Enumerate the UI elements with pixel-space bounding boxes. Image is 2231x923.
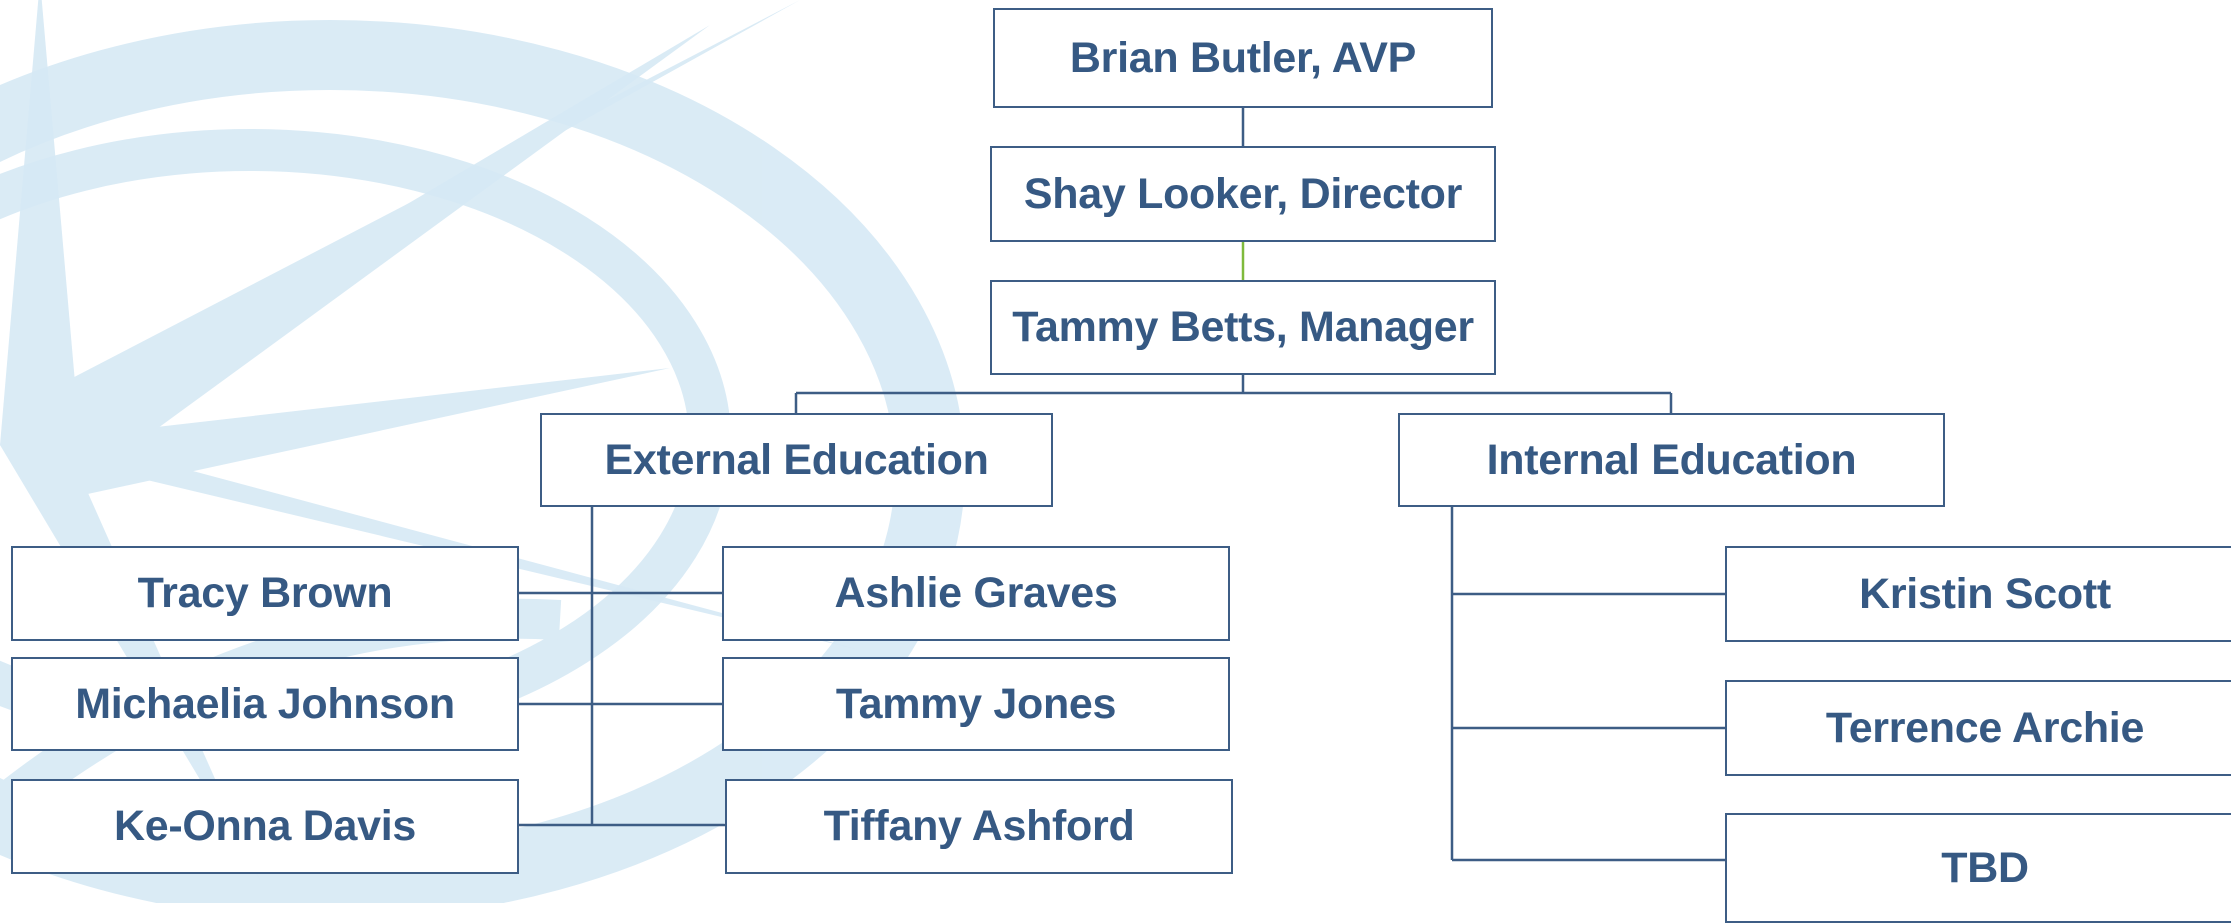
node-manager: Tammy Betts, Manager [990, 280, 1496, 375]
node-director-label: Shay Looker, Director [1023, 169, 1463, 218]
node-avp-label: Brian Butler, AVP [1069, 33, 1417, 82]
member-name: Michaelia Johnson [75, 679, 455, 728]
node-avp: Brian Butler, AVP [993, 8, 1493, 108]
node-michaelia-johnson: Michaelia Johnson [11, 657, 519, 751]
connector-lines [519, 108, 1725, 862]
node-tbd: TBD [1725, 813, 2231, 923]
node-internal-education: Internal Education [1398, 413, 1945, 507]
member-name: Kristin Scott [1859, 569, 2111, 618]
node-director: Shay Looker, Director [990, 146, 1496, 242]
node-kristin-scott: Kristin Scott [1725, 546, 2231, 642]
member-name: Tammy Jones [835, 679, 1117, 728]
member-name: Tracy Brown [137, 569, 393, 617]
node-internal-education-label: Internal Education [1486, 435, 1857, 484]
node-tracy-brown: Tracy Brown [11, 546, 519, 641]
node-terrence-archie: Terrence Archie [1725, 680, 2231, 776]
node-tammy-jones: Tammy Jones [722, 657, 1230, 751]
member-name: TBD [1941, 843, 2029, 892]
member-name: Tiffany Ashford [823, 802, 1135, 850]
member-name: Terrence Archie [1825, 703, 2145, 752]
member-name: Ashlie Graves [834, 569, 1118, 617]
node-ke-onna-davis: Ke-Onna Davis [11, 779, 519, 874]
node-external-education-label: External Education [604, 435, 989, 484]
node-tiffany-ashford: Tiffany Ashford [725, 779, 1233, 874]
node-ashlie-graves: Ashlie Graves [722, 546, 1230, 641]
node-external-education: External Education [540, 413, 1053, 507]
member-name: Ke-Onna Davis [114, 802, 416, 850]
node-manager-label: Tammy Betts, Manager [1012, 303, 1474, 351]
